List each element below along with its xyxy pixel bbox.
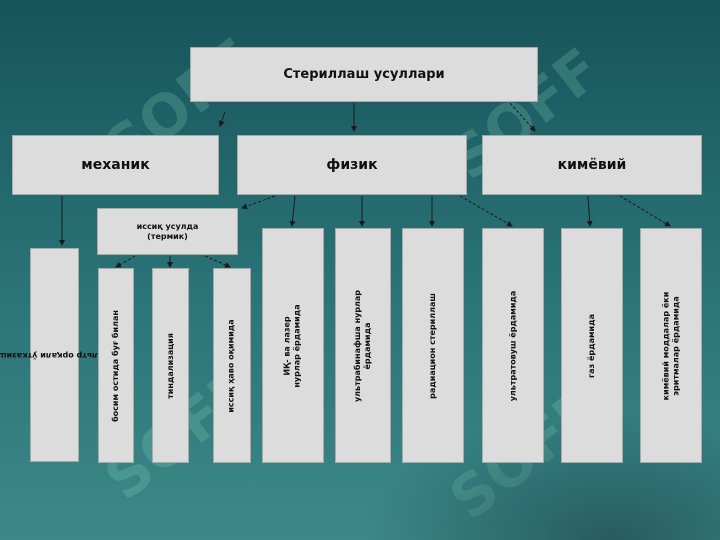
method-radiation-label: радиацион стериллаш bbox=[428, 292, 437, 399]
connector-root-mechanical bbox=[218, 111, 226, 127]
method-steam-label: босим остида буғ билан bbox=[111, 309, 121, 422]
method-gas-box: газ ёрдамида bbox=[561, 228, 623, 463]
method-uv-label: ультрабинафша нурлар ёрдамида bbox=[353, 289, 372, 402]
root-label: Стериллаш усуллари bbox=[283, 67, 445, 82]
method-tyndall-label: тиндализация bbox=[165, 332, 175, 399]
connector-chemical-solutions bbox=[619, 195, 671, 227]
connector-thermal-steam bbox=[115, 255, 136, 268]
method-filter-box: фильтр орқали ўтказиш bbox=[0, 248, 111, 462]
method-tyndall-box: тиндализация bbox=[152, 268, 189, 463]
connector-root-chemical bbox=[509, 102, 536, 132]
connector-physical-ir bbox=[289, 195, 296, 227]
thermal-box: иссиқ усулда (термик) bbox=[97, 208, 238, 255]
category-physical-label: физик bbox=[326, 157, 378, 173]
connector-physical-thermal bbox=[241, 195, 276, 210]
category-chemical-label: кимёвий bbox=[557, 157, 627, 173]
method-filter-label: фильтр орқали ўтказиш bbox=[0, 351, 112, 360]
method-ultrasound-box: ультратовуш ёрдамида bbox=[482, 228, 544, 463]
method-steam-box: босим остида буғ билан bbox=[98, 268, 134, 463]
category-physical-box: физик bbox=[237, 135, 467, 195]
connector-physical-ultrasound bbox=[459, 195, 513, 227]
thermal-label: иссиқ усулда (термик) bbox=[136, 221, 199, 241]
method-ultrasound-label: ультратовуш ёрдамида bbox=[508, 290, 518, 401]
method-radiation-box: радиацион стериллаш bbox=[402, 228, 464, 463]
category-mechanical-label: механик bbox=[81, 157, 150, 173]
root-box: Стериллаш усуллари bbox=[190, 47, 538, 102]
connector-chemical-gas bbox=[586, 195, 593, 227]
method-ir-laser-box: ИҚ- ва лазер нурлар ёрдамида bbox=[262, 228, 324, 463]
category-chemical-box: кимёвий bbox=[482, 135, 702, 195]
method-ir-laser-label: ИҚ- ва лазер нурлар ёрдамида bbox=[283, 303, 303, 388]
method-chem-solutions-box: кимёвий моддалар ёки эритмалар ёрдамида bbox=[640, 228, 702, 463]
category-mechanical-box: механик bbox=[12, 135, 219, 195]
method-chem-solutions-label: кимёвий моддалар ёки эритмалар ёрдамида bbox=[661, 291, 680, 400]
method-uv-box: ультрабинафша нурлар ёрдамида bbox=[335, 228, 391, 463]
method-gas-label: газ ёрдамида bbox=[587, 313, 596, 378]
method-hot-air-box: иссиқ ҳаво оқимида bbox=[213, 268, 251, 463]
connector-thermal-hotair bbox=[204, 255, 231, 268]
method-hot-air-label: иссиқ ҳаво оқимида bbox=[227, 318, 237, 413]
